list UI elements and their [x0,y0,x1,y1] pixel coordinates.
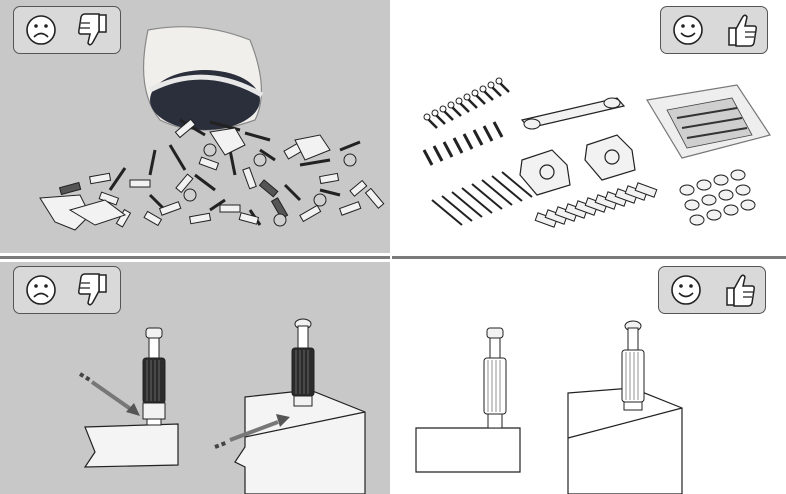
smiley-face-icon [671,275,701,305]
thumbs-down-icon [78,273,107,306]
good-verdict-badge-2 [658,266,766,314]
dowel-seated-1 [483,327,507,429]
bad-verdict-badge [13,6,121,54]
thumbs-up-icon [728,14,757,47]
horizontal-divider [0,253,786,262]
hinges [519,134,636,196]
board-perspective-correct [567,387,683,494]
board-side-correct [415,427,521,473]
good-verdict-badge [660,6,768,54]
cam-locks [679,169,756,226]
screw-row [423,77,510,129]
plug-row [422,121,504,166]
board-perspective [234,389,366,494]
dowel-row [534,182,658,228]
parts-bag [646,84,771,159]
panel-sorted-hardware [392,0,786,253]
dowel-fitting-2 [291,318,315,407]
thumbs-down-icon [78,13,107,46]
pointer-arrow-2 [214,414,290,449]
loose-hardware-illustration [39,26,385,231]
long-screw-row [431,171,533,226]
sad-face-icon [26,275,56,305]
dowel-seated-2 [621,320,645,411]
pointer-arrow-1 [78,372,140,416]
panel-loose-hardware [0,0,390,253]
dowel-right-illustration [415,320,683,494]
panel-dowel-install-wrong [0,262,390,494]
dowel-wrong-illustration [78,318,366,494]
sad-face-icon [26,15,56,45]
board-side [83,423,179,468]
vertical-divider [390,0,392,494]
dowel-fitting-1 [142,327,166,426]
sorted-hardware-illustration [422,77,771,228]
scattered-parts [39,118,385,231]
open-bag [143,26,264,131]
bad-verdict-badge-2 [13,266,121,314]
handle-bar [520,97,626,130]
thumbs-up-icon [726,274,755,307]
panel-dowel-install-right [392,262,786,494]
smiley-face-icon [673,15,703,45]
